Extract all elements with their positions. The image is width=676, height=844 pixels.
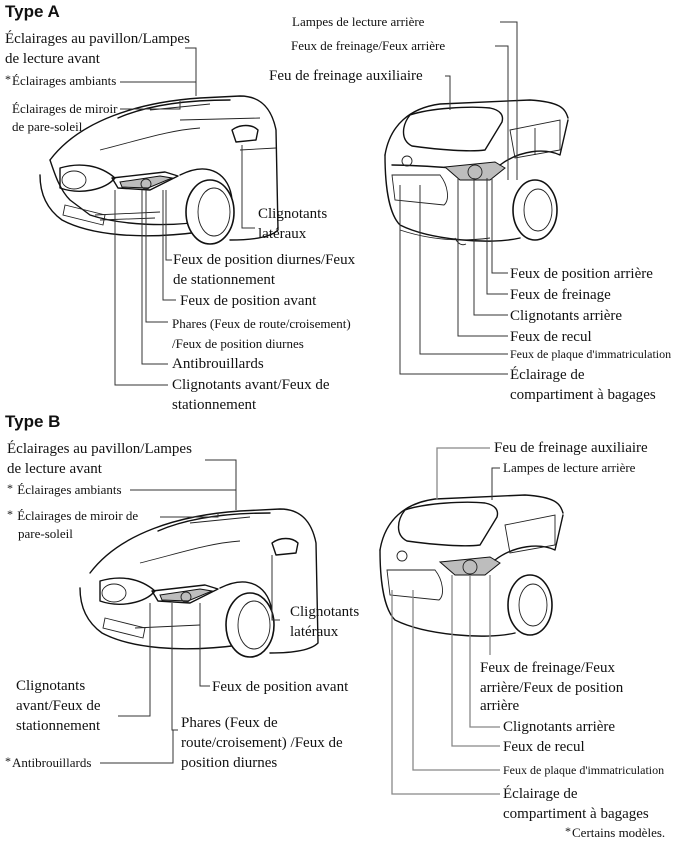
label-side-turn-signals-a: Clignotants latéraux [258, 204, 327, 244]
type-b-rear-car-illustration [379, 494, 564, 637]
label-line: Éclairages de miroir [12, 101, 118, 116]
label-line: Éclairage de [510, 367, 585, 383]
label-rear-turn-signals-a: Clignotants arrière [510, 308, 623, 324]
label-headlights-a: Phares (Feux de route/croisement) /Feux … [172, 314, 351, 354]
label-brake-tail-position-lights-b: Feux de freinage/Feux arrière/Feux de po… [480, 658, 623, 714]
type-a-rear-callout-lines [399, 21, 518, 375]
label-text: Éclairages ambiants [12, 73, 117, 88]
label-drl-parking-lights-a: Feux de position diurnes/Feux de station… [173, 250, 355, 290]
asterisk-icon: * [565, 824, 571, 838]
label-ambient-lights-b: * Éclairages ambiants [7, 481, 122, 499]
label-line: compartiment à bagages [503, 806, 649, 822]
label-line: compartiment à bagages [510, 387, 656, 403]
label-line: latéraux [258, 226, 307, 242]
asterisk-icon: * [5, 754, 11, 768]
label-front-position-lights-a: Feux de position avant [180, 293, 317, 309]
type-b-rear-callout-lines [391, 447, 500, 795]
label-front-turn-signals-b: Clignotants avant/Feux de stationnement [16, 676, 101, 736]
label-aux-brake-light-b: Feu de freinage auxiliaire [494, 440, 648, 456]
asterisk-icon: * [7, 481, 13, 495]
label-brake-tail-lights-a: Feux de freinage/Feux arrière [291, 38, 446, 53]
label-cargo-light-b: Éclairage de compartiment à bagages [503, 784, 649, 824]
label-line: Éclairages au pavillon/Lampes [5, 31, 190, 47]
label-rear-turn-signals-b: Clignotants arrière [503, 719, 616, 735]
label-line: de lecture avant [7, 461, 102, 477]
label-aux-brake-light-a: Feu de freinage auxiliaire [269, 68, 423, 84]
label-line: /Feux de position diurnes [172, 336, 304, 351]
label-headlights-b: Phares (Feux de route/croisement) /Feux … [181, 713, 343, 773]
label-line: avant/Feux de [16, 698, 101, 714]
label-line: Phares (Feux de [181, 715, 278, 731]
label-line: arrière [480, 698, 520, 714]
label-reverse-lights-b: Feux de recul [503, 739, 585, 755]
label-line: de stationnement [173, 272, 276, 288]
label-line: stationnement [16, 718, 101, 734]
label-cargo-light-a: Éclairage de compartiment à bagages [510, 365, 656, 405]
type-b-front-car-illustration [79, 508, 319, 658]
label-line: latéraux [290, 624, 339, 640]
label-line: Éclairage de [503, 786, 578, 802]
label-brake-lights-a: Feux de freinage [510, 287, 611, 303]
label-text: Antibrouillards [12, 755, 92, 770]
label-line: Clignotants [16, 678, 86, 694]
label-front-position-lights-b: Feux de position avant [212, 679, 349, 695]
label-license-plate-lights-a: Feux de plaque d'immatriculation [510, 347, 672, 361]
label-line: Phares (Feux de route/croisement) [172, 316, 351, 331]
label-fog-lights-a: Antibrouillards [172, 356, 264, 372]
type-b-front-callout-lines [100, 459, 280, 764]
label-side-turn-signals-b: Clignotants latéraux [290, 602, 359, 642]
label-license-plate-lights-b: Feux de plaque d'immatriculation [503, 763, 665, 777]
label-line: Clignotants [290, 604, 360, 620]
asterisk-icon: * [7, 507, 13, 521]
label-line: Clignotants avant/Feux de [172, 377, 330, 393]
label-line: Feux de freinage/Feux [480, 660, 615, 676]
label-rear-reading-lamps-b: Lampes de lecture arrière [503, 460, 636, 475]
type-a-front-car-illustration [39, 95, 279, 245]
label-roof-reading-lamps-b: Éclairages au pavillon/Lampes de lecture… [7, 439, 192, 479]
label-rear-reading-lamps-a: Lampes de lecture arrière [292, 14, 425, 29]
label-rear-position-lights-a: Feux de position arrière [510, 266, 653, 282]
type-b-heading: Type B [5, 412, 61, 431]
label-reverse-lights-a: Feux de recul [510, 329, 592, 345]
label-front-turn-signals-a: Clignotants avant/Feux de stationnement [172, 375, 329, 415]
type-a-heading: Type A [5, 2, 60, 21]
label-fog-lights-b: *Antibrouillards [5, 754, 91, 772]
label-line: stationnement [172, 397, 257, 413]
footnote: *Certains modèles. [565, 824, 665, 842]
label-line: route/croisement) /Feux de [181, 735, 343, 751]
label-vanity-mirror-lights-a: Éclairages de miroir de pare-soleil [12, 100, 117, 136]
label-line: Éclairages au pavillon/Lampes [7, 441, 192, 457]
label-line: position diurnes [181, 755, 278, 771]
label-text: Éclairages ambiants [17, 482, 122, 497]
label-text: Éclairages de miroir de [17, 508, 139, 523]
label-line: pare-soleil [18, 526, 73, 541]
asterisk-icon: * [5, 72, 11, 86]
footnote-text: Certains modèles. [572, 825, 666, 840]
type-a-rear-car-illustration [384, 99, 569, 246]
label-line: Clignotants [258, 206, 328, 222]
label-line: Feux de position diurnes/Feux [173, 252, 356, 268]
label-line: de lecture avant [5, 51, 100, 67]
label-line: de pare-soleil [12, 119, 83, 134]
label-line: arrière/Feux de position [480, 680, 624, 696]
label-vanity-mirror-lights-b: * Éclairages de miroir de pare-soleil [7, 507, 138, 543]
label-ambient-lights-a: *Éclairages ambiants [5, 72, 116, 90]
type-a-front-callout-lines [114, 47, 255, 386]
label-roof-reading-lamps-a: Éclairages au pavillon/Lampes de lecture… [5, 29, 190, 69]
